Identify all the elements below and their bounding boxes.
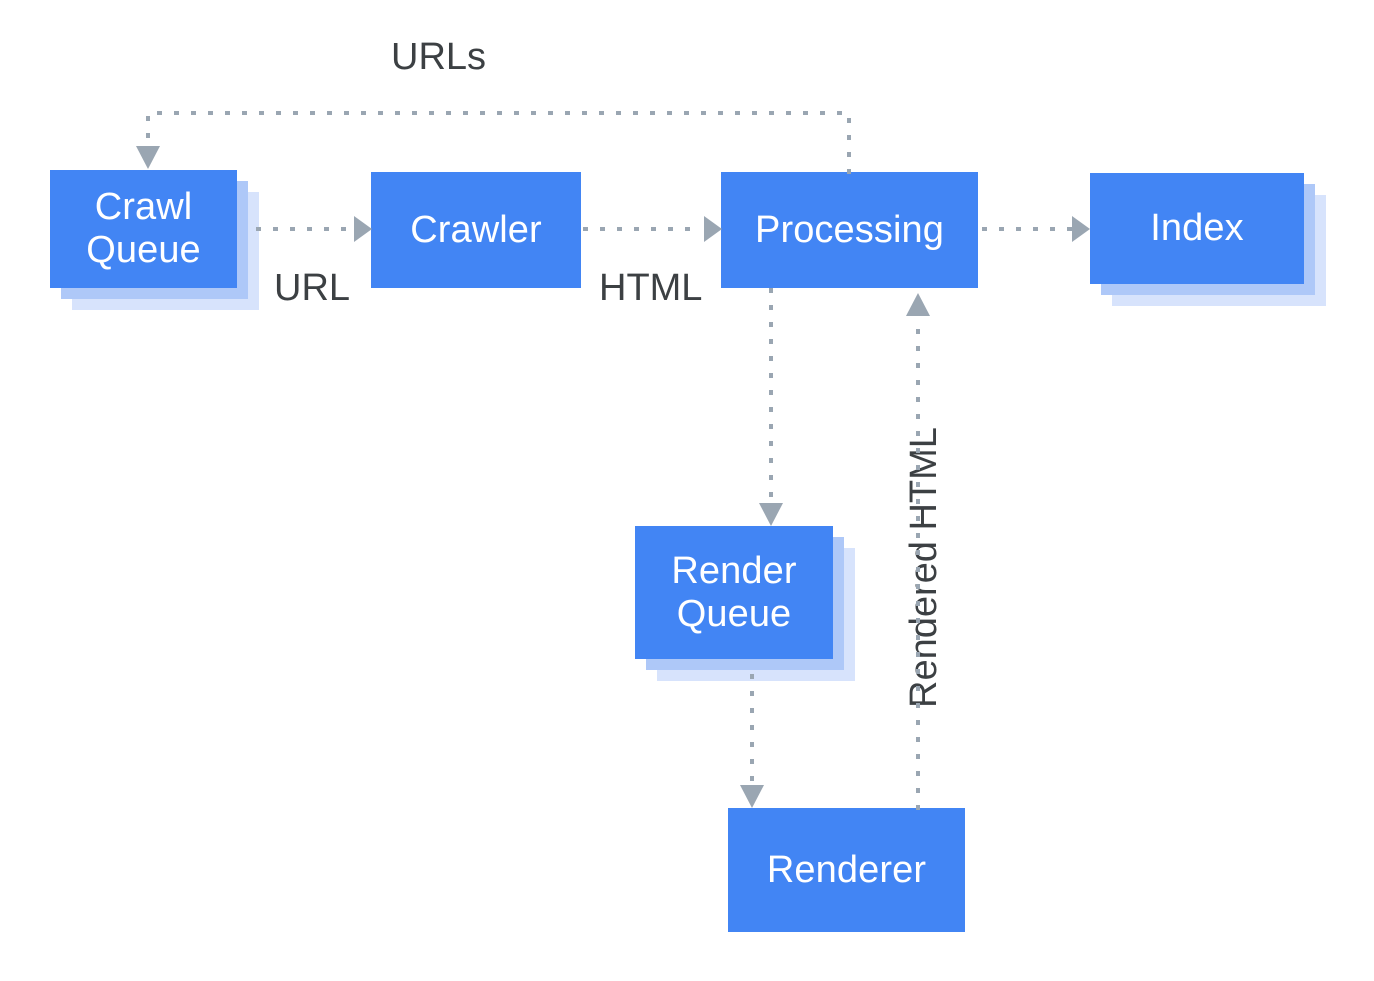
node-label: Crawler bbox=[410, 208, 542, 251]
edge-processing-to-render-queue bbox=[759, 288, 783, 526]
edge-render-queue-to-renderer bbox=[740, 674, 764, 808]
node-label: Processing bbox=[755, 208, 944, 251]
edge-processing-to-crawl-queue bbox=[136, 111, 851, 174]
edge-label-url: URL bbox=[274, 267, 351, 309]
node-label: Index bbox=[1150, 207, 1244, 250]
node-processing[interactable]: Processing bbox=[721, 172, 978, 288]
node-face: Index bbox=[1090, 173, 1304, 284]
node-face: Processing bbox=[721, 172, 978, 288]
edge-label-urls: URLs bbox=[391, 36, 487, 78]
edge-label-html: HTML bbox=[599, 267, 703, 309]
node-label: Render Queue bbox=[671, 549, 797, 635]
node-label: Crawl Queue bbox=[86, 186, 201, 271]
node-renderer[interactable]: Renderer bbox=[728, 808, 965, 932]
node-face: Crawl Queue bbox=[50, 170, 237, 288]
node-label: Renderer bbox=[766, 848, 927, 891]
edge-crawl-queue-to-crawler bbox=[256, 216, 372, 242]
edge-label-rendered-html: Rendered HTML bbox=[903, 427, 945, 708]
node-face: Crawler bbox=[371, 172, 581, 288]
node-index[interactable]: Index bbox=[1090, 173, 1326, 306]
node-crawler[interactable]: Crawler bbox=[371, 172, 581, 288]
node-crawl-queue[interactable]: Crawl Queue bbox=[50, 170, 259, 310]
node-render-queue[interactable]: Render Queue bbox=[635, 526, 855, 681]
node-face: Renderer bbox=[728, 808, 965, 932]
node-face: Render Queue bbox=[635, 526, 833, 659]
edge-crawler-to-processing bbox=[583, 216, 722, 242]
edge-processing-to-index bbox=[982, 216, 1090, 242]
